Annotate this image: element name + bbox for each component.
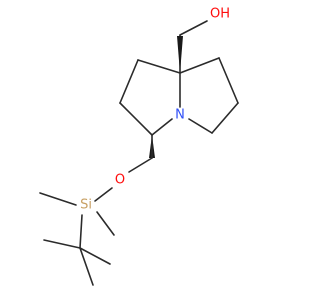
bond-c2-c3 bbox=[119, 102, 153, 136]
bond-c7a-c7 bbox=[179, 57, 220, 74]
atom-label-hydroxyl: OH bbox=[210, 7, 230, 22]
bond-o-si bbox=[94, 187, 113, 202]
bond-ch2-oh bbox=[179, 20, 208, 36]
atom-label-ether-oxygen: O bbox=[115, 173, 125, 188]
bond-si-methyl-right bbox=[96, 211, 115, 236]
atom-label-nitrogen: N bbox=[175, 108, 185, 123]
bond-tbu-methyl-left bbox=[43, 239, 81, 249]
bond-c7a-c1 bbox=[137, 59, 181, 74]
molecule-structure: OH N O Si bbox=[39, 7, 239, 286]
bond-tbu-methyl-right bbox=[79, 247, 111, 265]
bond-c3-n bbox=[151, 118, 173, 136]
bond-tbu-methyl-bottom bbox=[79, 247, 94, 286]
bond-ch2-o bbox=[128, 157, 153, 173]
bond-si-tbu bbox=[79, 214, 83, 249]
wedge-bond-bridgehead bbox=[177, 36, 183, 73]
bond-c6-c5 bbox=[211, 102, 239, 134]
bond-c7-c6 bbox=[218, 57, 239, 104]
bond-c5-n bbox=[188, 118, 213, 134]
bond-c1-c2 bbox=[119, 59, 139, 104]
atom-label-silicon: Si bbox=[80, 198, 92, 213]
bond-si-methyl-left bbox=[39, 192, 77, 206]
